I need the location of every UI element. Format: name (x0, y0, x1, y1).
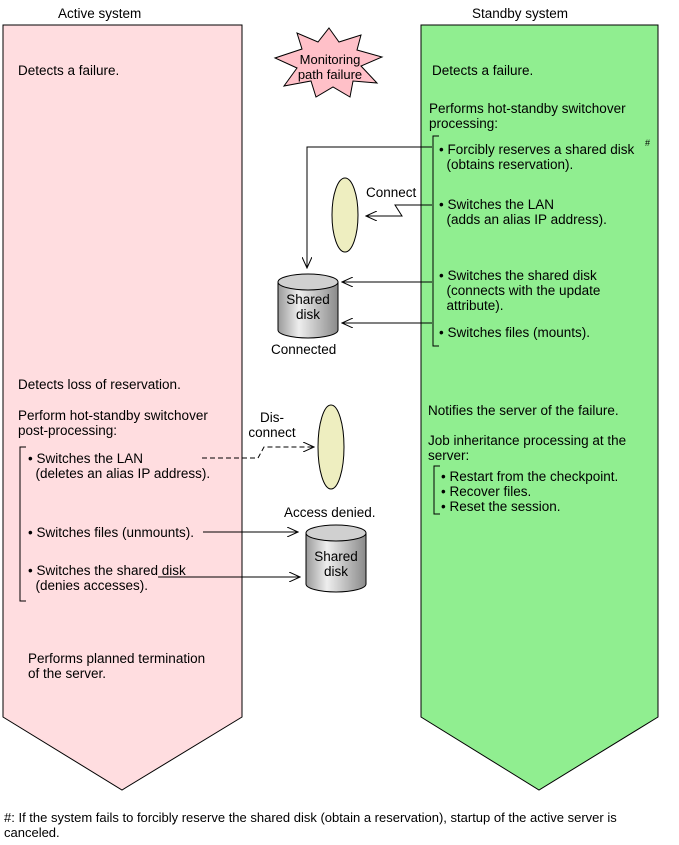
active-detect-failure: Detects a failure. (18, 63, 120, 78)
standby-job-inheritance: Job inheritance processing at the server… (428, 433, 627, 463)
connect-label: Connect (366, 185, 417, 200)
standby-switchover: Performs hot-standby switchover processi… (429, 101, 626, 131)
active-item-switch-lan: • Switches the LAN (deletes an alias IP … (28, 451, 211, 481)
standby-system-header: Standby system (472, 6, 569, 21)
active-detect-loss: Detects loss of reservation. (18, 377, 181, 392)
footnote-text: #: If the system fails to forcibly reser… (4, 810, 617, 840)
access-denied-label: Access denied. (284, 505, 376, 520)
disconnect-lightning-arrow (202, 447, 314, 459)
active-item-switch-files: • Switches files (unmounts). (28, 525, 195, 540)
standby-item-switch-files: • Switches files (mounts). (439, 325, 591, 340)
shared-disk-top-icon (277, 273, 339, 339)
active-bracket-post (19, 446, 26, 602)
standby-job-reset: • Reset the session. (441, 499, 561, 514)
standby-job-recover: • Recover files. (441, 484, 532, 499)
disconnect-label: Dis- connect (248, 410, 296, 440)
active-termination: Performs planned termination of the serv… (28, 651, 206, 681)
active-post-processing: Perform hot-standby switchover post-proc… (18, 408, 208, 438)
lan-ellipse-top (331, 177, 359, 253)
active-system-arrow (2, 24, 243, 791)
standby-item-switch-disk: • Switches the shared disk (connects wit… (439, 268, 601, 313)
standby-item-switch-lan: • Switches the LAN (adds an alias IP add… (439, 197, 607, 227)
standby-item-reserve-disk: • Forcibly reserves a shared disk (obtai… (439, 142, 635, 172)
monitoring-failure-label: Monitoring path failure (297, 52, 363, 82)
standby-detect-failure: Detects a failure. (432, 63, 534, 78)
standby-bracket-switchover (432, 135, 439, 347)
shared-disk-bottom-label: Shared disk (314, 549, 358, 579)
shared-disk-bottom-icon (305, 524, 367, 593)
standby-system-arrow (420, 24, 659, 791)
monitoring-failure-burst (273, 27, 384, 98)
reserve-arrow (307, 146, 432, 268)
standby-notify: Notifies the server of the failure. (428, 403, 619, 418)
shared-disk-top-label: Shared disk (286, 292, 330, 322)
standby-bracket-job (433, 465, 440, 515)
active-item-switch-disk: • Switches the shared disk (denies acces… (28, 563, 186, 593)
connected-label: Connected (271, 342, 337, 357)
lan-ellipse-bottom (317, 404, 345, 490)
connect-lightning-arrow (366, 204, 432, 216)
active-system-header: Active system (58, 6, 142, 21)
footnote-mark: # (645, 138, 651, 148)
standby-job-restart: • Restart from the checkpoint. (441, 469, 619, 484)
